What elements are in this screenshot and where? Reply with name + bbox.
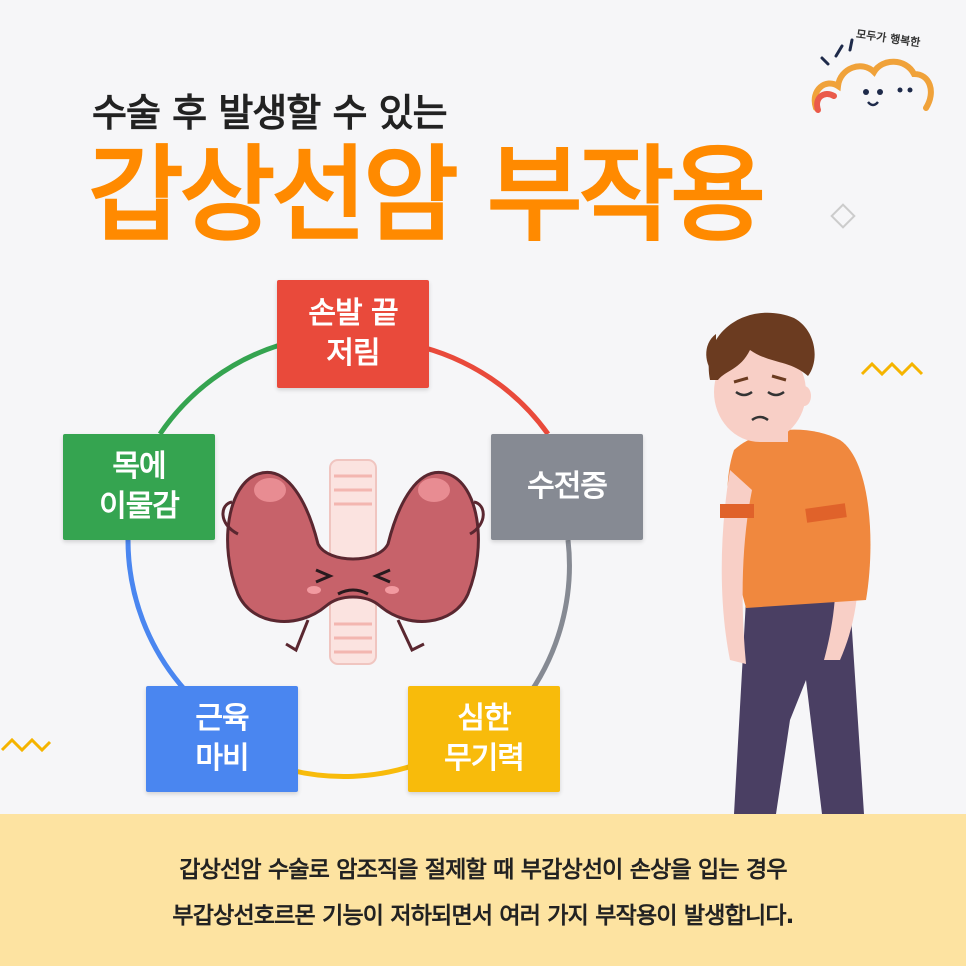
symptom-box-throat: 목에 이물감 xyxy=(63,434,215,540)
symptom-label: 목에 이물감 xyxy=(99,448,180,525)
thyroid-character xyxy=(218,454,488,670)
zigzag-decoration xyxy=(860,361,924,377)
symptom-label: 근육 마비 xyxy=(195,700,249,777)
brand-logo: 모두가 행복한 xyxy=(808,28,938,128)
symptom-label: 수전증 xyxy=(527,468,608,504)
tired-man-illustration xyxy=(690,300,890,814)
symptom-label: 손발 끝 저림 xyxy=(308,295,398,372)
symptom-box-tremor: 수전증 xyxy=(491,434,643,540)
footer-description: 갑상선암 수술로 암조직을 절제할 때 부갑상선이 손상을 입는 경우 부갑상선… xyxy=(0,814,966,966)
footer-line-1: 갑상선암 수술로 암조직을 절제할 때 부갑상선이 손상을 입는 경우 xyxy=(179,857,787,883)
symptom-label: 심한 무기력 xyxy=(444,700,525,777)
footer-line-2: 부갑상선호르몬 기능이 저하되면서 여러 가지 부작용이 발생합니다. xyxy=(172,903,794,929)
symptom-box-paralysis: 근육 마비 xyxy=(146,686,298,792)
page-title: 갑상선암 부작용 xyxy=(88,134,766,256)
page-subtitle: 수술 후 발생할 수 있는 xyxy=(92,91,448,135)
symptom-box-numbness: 손발 끝 저림 xyxy=(277,280,429,388)
symptom-box-lethargy: 심한 무기력 xyxy=(408,686,560,792)
zigzag-decoration xyxy=(0,737,52,753)
